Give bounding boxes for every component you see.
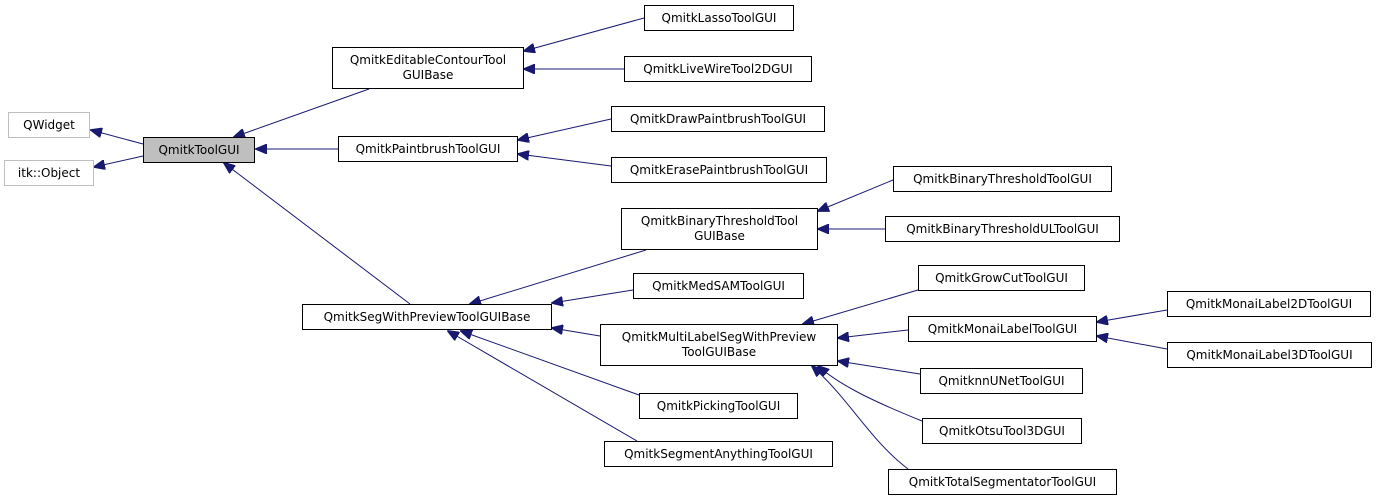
class-node-totalseg[interactable]: QmitkTotalSegmentatorToolGUI	[888, 469, 1117, 495]
edge-binthreshbase-to-segpreview	[470, 249, 647, 304]
class-node-picking[interactable]: QmitkPickingToolGUI	[639, 393, 798, 419]
class-node-label: QmitkPickingToolGUI	[656, 398, 781, 413]
edge-picking-to-segpreview	[461, 331, 640, 396]
class-node-label: QmitkBinaryThresholdToolGUI	[913, 171, 1092, 186]
edge-monailabel-to-multilabel	[838, 329, 909, 338]
edge-toolgui-to-qwidget	[91, 130, 144, 145]
edge-toolgui-to-itkobject	[94, 155, 144, 167]
class-node-drawpaint[interactable]: QmitkDrawPaintbrushToolGUI	[611, 106, 825, 132]
class-node-lasso[interactable]: QmitkLassoToolGUI	[644, 5, 794, 31]
edge-drawpaint-to-paintbrush	[518, 118, 612, 140]
class-node-binthreshul[interactable]: QmitkBinaryThresholdULToolGUI	[885, 216, 1120, 242]
class-node-label: QmitkEditableContourTool GUIBase	[349, 53, 507, 82]
edge-binthresh-to-binthreshbase	[818, 179, 894, 211]
class-node-label: QmitkPaintbrushToolGUI	[355, 141, 501, 156]
class-node-label: QmitknnUNetToolGUI	[938, 373, 1065, 388]
edge-medsam-to-segpreview	[552, 289, 634, 303]
class-node-binthreshbase[interactable]: QmitkBinaryThresholdTool GUIBase	[621, 208, 818, 250]
class-node-segany[interactable]: QmitkSegmentAnythingToolGUI	[604, 441, 833, 467]
class-node-qwidget: QWidget	[8, 112, 90, 138]
class-node-segpreview[interactable]: QmitkSegWithPreviewToolGUIBase	[302, 304, 552, 330]
class-node-label: QmitkErasePaintbrushToolGUI	[629, 162, 809, 177]
edge-segany-to-segpreview	[448, 331, 638, 442]
edge-otsu-to-multilabel	[818, 366, 923, 422]
edge-growcut-to-multilabel	[803, 289, 919, 324]
class-node-label: QmitkSegmentAnythingToolGUI	[624, 446, 813, 461]
class-node-label: QmitkLiveWireTool2DGUI	[643, 61, 793, 76]
class-node-label: QmitkSegWithPreviewToolGUIBase	[323, 309, 531, 324]
class-node-itkobject: itk::Object	[4, 160, 94, 186]
class-node-label: itk::Object	[17, 165, 81, 180]
edge-totalseg-to-multilabel	[812, 366, 909, 470]
class-node-label: QmitkOtsuTool3DGUI	[939, 423, 1065, 438]
class-node-growcut[interactable]: QmitkGrowCutToolGUI	[918, 265, 1085, 291]
edge-monai3d-to-monailabel	[1097, 336, 1168, 350]
class-node-multilabel[interactable]: QmitkMultiLabelSegWithPreview ToolGUIBas…	[600, 324, 838, 366]
edge-knnunet-to-multilabel	[838, 361, 921, 375]
class-node-label: QmitkLassoToolGUI	[661, 10, 777, 25]
class-node-label: QmitkMonaiLabel3DToolGUI	[1186, 347, 1353, 362]
edge-monai2d-to-monailabel	[1097, 309, 1168, 322]
class-node-medsam[interactable]: QmitkMedSAMToolGUI	[633, 273, 804, 299]
class-node-label: QmitkToolGUI	[158, 142, 240, 157]
class-node-label: QmitkMonaiLabel2DToolGUI	[1185, 296, 1353, 311]
class-node-otsu[interactable]: QmitkOtsuTool3DGUI	[922, 418, 1082, 444]
class-node-label: QmitkMedSAMToolGUI	[652, 278, 785, 293]
class-node-toolgui[interactable]: QmitkToolGUI	[143, 137, 255, 163]
class-node-monai2d[interactable]: QmitkMonaiLabel2DToolGUI	[1167, 291, 1371, 317]
class-node-label: QmitkBinaryThresholdTool GUIBase	[640, 214, 799, 243]
class-node-label: QmitkTotalSegmentatorToolGUI	[908, 474, 1097, 489]
edge-segpreview-to-toolgui	[224, 163, 411, 305]
class-node-label: QmitkMultiLabelSegWithPreview ToolGUIBas…	[621, 330, 817, 359]
edge-lasso-to-editable	[524, 17, 645, 51]
class-node-livewire[interactable]: QmitkLiveWireTool2DGUI	[624, 56, 812, 82]
class-node-label: QmitkDrawPaintbrushToolGUI	[629, 111, 807, 126]
edge-erasepaint-to-paintbrush	[518, 154, 612, 167]
edge-editable-to-toolgui	[234, 88, 370, 137]
class-node-monai3d[interactable]: QmitkMonaiLabel3DToolGUI	[1167, 342, 1372, 368]
class-node-label: QmitkBinaryThresholdULToolGUI	[906, 221, 1099, 236]
edge-multilabel-to-segpreview	[552, 328, 601, 337]
class-node-editable[interactable]: QmitkEditableContourTool GUIBase	[332, 47, 524, 89]
class-node-erasepaint[interactable]: QmitkErasePaintbrushToolGUI	[611, 157, 827, 183]
class-node-monailabel[interactable]: QmitkMonaiLabelToolGUI	[908, 316, 1097, 342]
class-node-label: QmitkMonaiLabelToolGUI	[927, 321, 1078, 336]
class-node-binthresh[interactable]: QmitkBinaryThresholdToolGUI	[893, 166, 1112, 192]
class-node-label: QWidget	[23, 117, 75, 132]
class-node-label: QmitkGrowCutToolGUI	[935, 270, 1068, 285]
class-node-paintbrush[interactable]: QmitkPaintbrushToolGUI	[338, 136, 518, 162]
class-node-knnunet[interactable]: QmitknnUNetToolGUI	[920, 368, 1083, 394]
